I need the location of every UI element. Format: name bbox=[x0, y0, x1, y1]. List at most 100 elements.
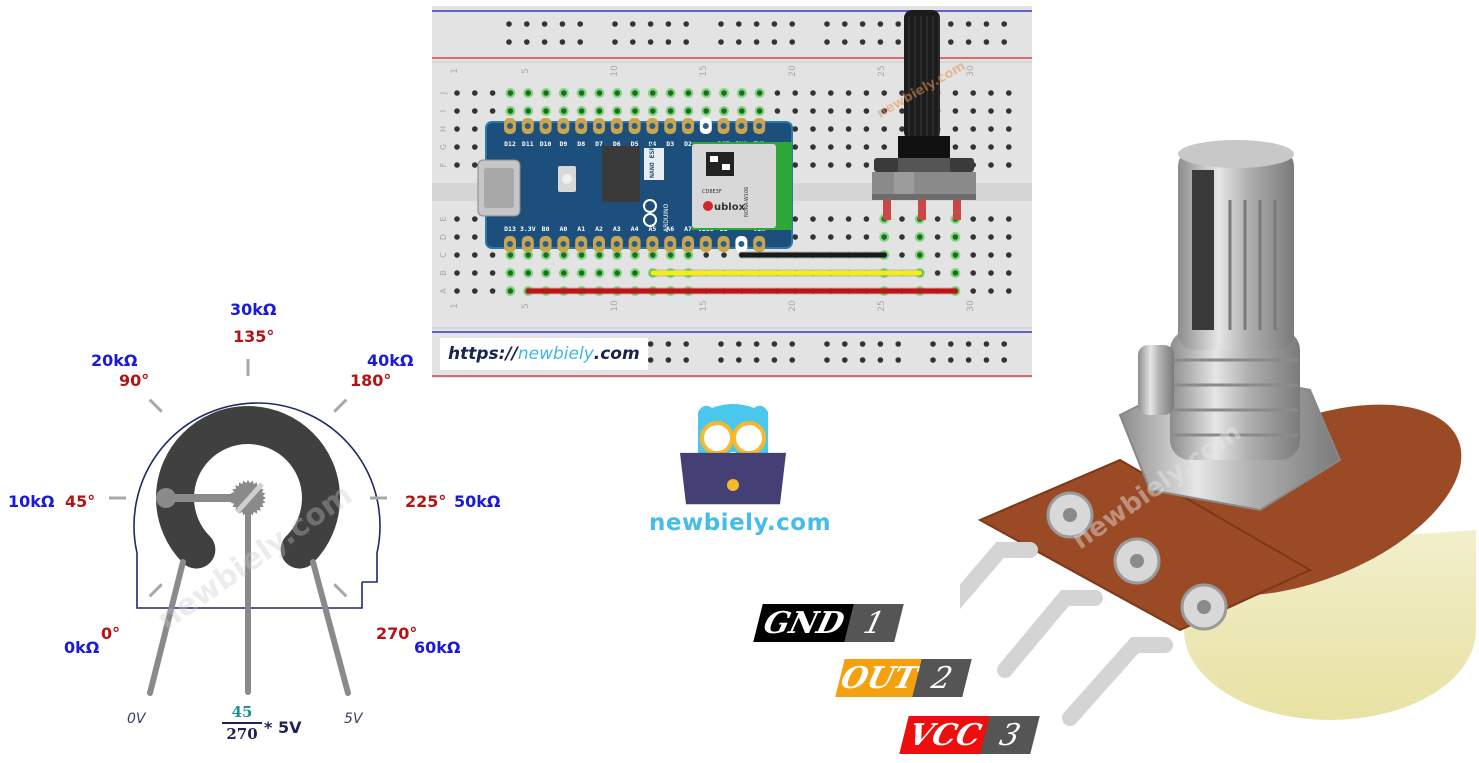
pot-pin-1 bbox=[883, 200, 891, 220]
pin-label: D9 bbox=[559, 140, 567, 148]
breadboard-hole bbox=[934, 270, 941, 276]
breadboard-hole bbox=[472, 90, 478, 96]
column-label: 30 bbox=[966, 65, 976, 77]
rail-hole bbox=[524, 39, 530, 45]
rail-hole bbox=[541, 39, 548, 45]
breadboard-hole bbox=[454, 108, 460, 114]
website-url[interactable]: https://newbiely.com bbox=[440, 338, 648, 370]
breadboard-hole bbox=[685, 90, 692, 96]
breadboard-hole bbox=[561, 252, 567, 258]
pin-label: A1 bbox=[577, 225, 585, 233]
pin-label: D10 bbox=[540, 140, 552, 148]
rail-hole bbox=[1001, 357, 1007, 363]
breadboard-hole bbox=[561, 90, 567, 96]
column-label: 30 bbox=[966, 300, 976, 312]
breadboard-hole bbox=[578, 270, 585, 276]
rail-hole bbox=[948, 357, 954, 363]
schematic-drawing bbox=[109, 359, 387, 696]
breadboard-hole bbox=[952, 90, 959, 96]
tick-mark bbox=[333, 583, 348, 598]
breadboard-hole bbox=[685, 108, 692, 114]
breadboard-hole bbox=[952, 252, 959, 258]
breadboard-hole bbox=[899, 216, 905, 222]
breadboard-hole bbox=[881, 90, 887, 96]
rail-hole bbox=[683, 341, 689, 347]
row-label: I bbox=[439, 110, 448, 112]
pin-label: A5 bbox=[648, 225, 656, 233]
breadboard-hole bbox=[472, 108, 478, 114]
breadboard-hole bbox=[917, 234, 923, 240]
rail-hole bbox=[683, 21, 689, 27]
pin-label: A0 bbox=[559, 225, 567, 233]
threaded-bushing bbox=[1170, 330, 1300, 460]
arduino-nano-esp32: D12D11D10D9D8D7D6D5D4D3D2RSTRX0TX1 D133.… bbox=[477, 118, 793, 252]
rail-hole bbox=[983, 39, 990, 45]
row-label: B bbox=[439, 270, 448, 276]
potentiometer-photo: newbiely.com bbox=[960, 140, 1476, 726]
breadboard-hole bbox=[632, 270, 638, 276]
breadboard-hole bbox=[863, 144, 870, 150]
breadboard-hole bbox=[899, 90, 905, 96]
pot-legs bbox=[960, 542, 1173, 726]
formula-multiplier: * 5V bbox=[264, 718, 302, 737]
breadboard-hole bbox=[667, 90, 674, 96]
column-label: 15 bbox=[699, 300, 709, 311]
pot-pin-3 bbox=[953, 200, 961, 220]
rail-hole bbox=[559, 21, 566, 27]
pin-label: D13 bbox=[504, 225, 516, 233]
pin-label: D11 bbox=[522, 140, 534, 148]
breadboard-hole bbox=[792, 144, 798, 150]
breadboard-hole bbox=[970, 252, 976, 258]
angle-label: 180° bbox=[350, 371, 392, 390]
rail-hole bbox=[983, 357, 990, 363]
breadboard-hole bbox=[970, 90, 976, 96]
rail-hole bbox=[877, 341, 884, 347]
breadboard-hole bbox=[561, 108, 567, 114]
breadboard-hole bbox=[489, 108, 496, 114]
pin-label-gnd: GND 1 bbox=[753, 604, 904, 642]
breadboard-hole bbox=[1006, 162, 1012, 168]
row-label: G bbox=[439, 144, 448, 150]
breadboard-hole bbox=[739, 108, 745, 114]
shaft-slot bbox=[1192, 170, 1214, 330]
pin-name: VCC bbox=[899, 716, 991, 754]
breadboard-hole bbox=[899, 252, 905, 258]
column-label: 20 bbox=[788, 300, 798, 312]
row-label: D bbox=[439, 234, 448, 240]
breadboard-hole bbox=[543, 270, 549, 276]
breadboard-hole bbox=[988, 126, 994, 132]
breadboard-hole bbox=[952, 126, 959, 132]
breadboard-hole bbox=[596, 270, 603, 276]
breadboard-hole bbox=[845, 90, 852, 96]
breadboard-hole bbox=[881, 126, 887, 132]
logo-text: newbiely.com bbox=[649, 510, 832, 536]
rail-hole bbox=[736, 39, 742, 45]
rail-hole bbox=[930, 357, 936, 363]
pin-number: 1 bbox=[844, 604, 904, 642]
breadboard-hole bbox=[828, 126, 834, 132]
rail-hole bbox=[718, 341, 724, 347]
breadboard-hole bbox=[561, 270, 567, 276]
breadboard-hole bbox=[489, 252, 496, 258]
pin-name: OUT bbox=[835, 659, 923, 697]
breadboard-hole bbox=[810, 234, 816, 240]
rail-hole bbox=[771, 39, 778, 45]
row-label: J bbox=[439, 92, 448, 95]
breadboard-hole bbox=[507, 252, 514, 258]
breadboard-hole bbox=[454, 90, 460, 96]
arduino-brand-text: ARDUINO bbox=[663, 203, 670, 232]
rail-hole bbox=[983, 21, 990, 27]
breadboard-hole bbox=[614, 252, 620, 258]
pot-collar bbox=[898, 136, 950, 158]
breadboard-hole bbox=[952, 270, 959, 276]
breadboard-hole bbox=[792, 234, 798, 240]
rail-hole bbox=[859, 357, 866, 363]
breadboard-hole bbox=[845, 234, 852, 240]
breadboard-hole bbox=[881, 144, 887, 150]
breadboard-hole bbox=[774, 108, 781, 114]
pin-label: A4 bbox=[631, 225, 639, 233]
breadboard-hole bbox=[952, 234, 959, 240]
rail-hole bbox=[789, 39, 795, 45]
tick-marks bbox=[109, 359, 387, 598]
